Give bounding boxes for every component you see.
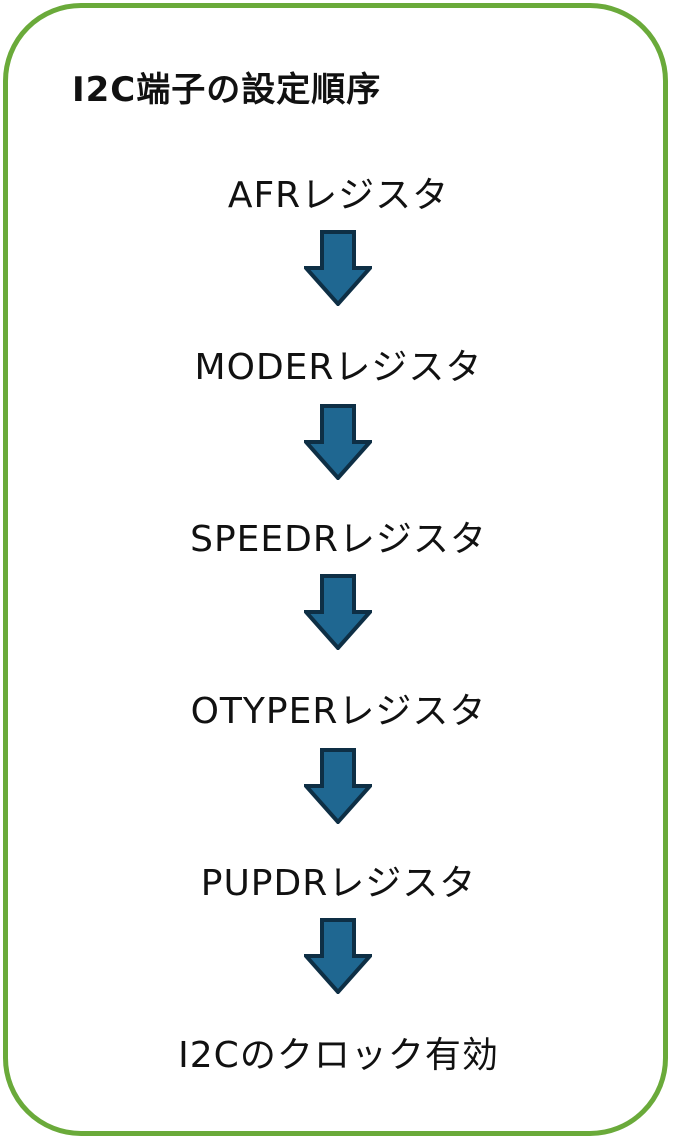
arrow-down-icon — [304, 748, 372, 824]
step-moder: MODERレジスタ — [194, 347, 483, 388]
step-afr: AFRレジスタ — [227, 175, 450, 216]
step-otyper: OTYPERレジスタ — [190, 691, 487, 732]
step-i2c-clock-enable: I2Cのクロック有効 — [178, 1035, 499, 1076]
step-pupdr: PUPDRレジスタ — [200, 863, 477, 904]
diagram-title: I2C端子の設定順序 — [72, 70, 382, 110]
step-speedr: SPEEDRレジスタ — [190, 519, 487, 560]
arrow-down-icon — [304, 918, 372, 994]
arrow-down-icon — [304, 230, 372, 306]
arrow-down-icon — [304, 404, 372, 480]
arrow-down-icon — [304, 574, 372, 650]
